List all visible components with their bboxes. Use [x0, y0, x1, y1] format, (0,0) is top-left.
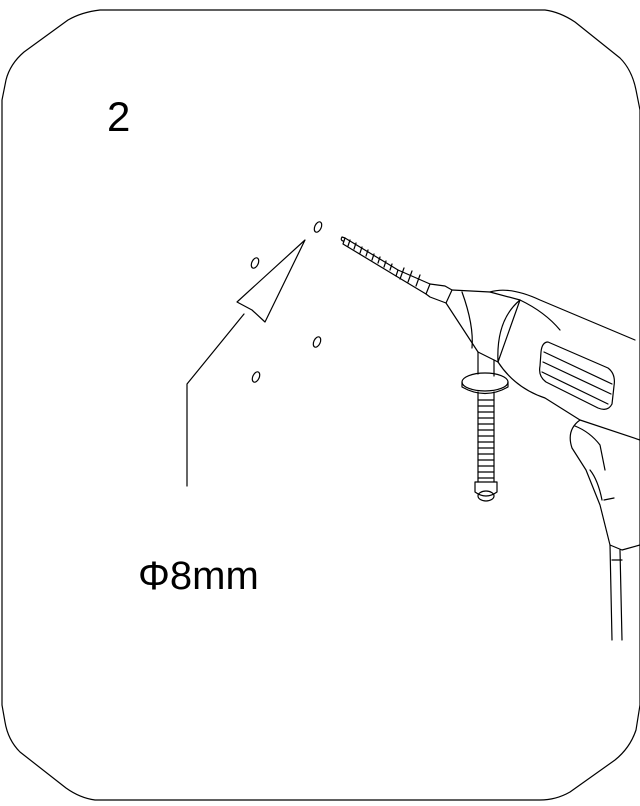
hole-mark-top-left: [250, 257, 260, 269]
drill-bit: [340, 236, 453, 304]
vent-grille: [539, 341, 615, 410]
panel-frame: [1, 9, 640, 801]
hole-marks: [250, 221, 323, 383]
hole-mark-bottom-right: [312, 336, 322, 348]
step-number: 2: [107, 93, 131, 140]
wall-anchor: [461, 351, 509, 502]
drill-bit-size-label: Φ8mm: [138, 554, 259, 598]
hole-mark-bottom-left: [251, 371, 261, 383]
direction-arrow: [186, 239, 306, 487]
hole-mark-top-right: [313, 221, 323, 233]
power-drill: [445, 289, 640, 641]
